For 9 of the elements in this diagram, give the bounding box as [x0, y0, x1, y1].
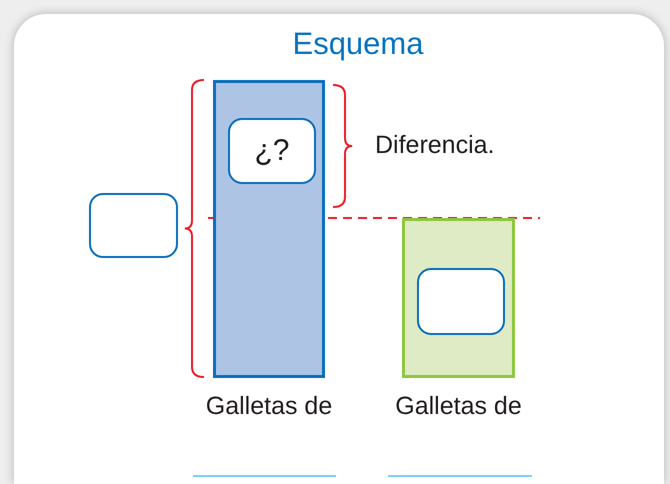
answer-box: ¿?	[228, 118, 316, 184]
bar-caption: Galletas de	[394, 392, 523, 421]
bar	[213, 80, 325, 378]
label: Diferencia.	[375, 131, 494, 160]
answer-box	[89, 193, 178, 258]
bar-caption: Galletas de	[204, 392, 334, 421]
title: Esquema	[292, 26, 424, 62]
answer-box	[417, 268, 505, 335]
bar	[402, 218, 515, 378]
